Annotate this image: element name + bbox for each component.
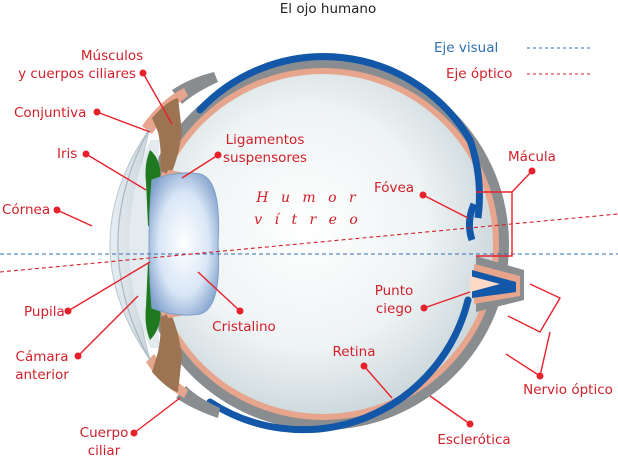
- cornea-outline: [117, 127, 151, 361]
- leader-iris: [85, 153, 147, 191]
- label-iris: Iris: [57, 146, 77, 162]
- legend-optic-axis-label: Eje óptico: [446, 66, 512, 82]
- label-anterior-chamber-2: anterior: [15, 367, 69, 383]
- label-optic-nerve: Nervio óptico: [523, 382, 613, 398]
- vitreous-body: [153, 74, 493, 414]
- label-blind-spot-1: Punto: [375, 283, 414, 299]
- label-blind-spot-2: ciego: [376, 301, 412, 317]
- retina-top: [196, 53, 474, 144]
- leader-optic-nerve-b: [539, 331, 551, 377]
- label-conjunctiva: Conjuntiva: [14, 105, 86, 121]
- leader-cornea: [56, 209, 93, 227]
- ciliary-body-bottom: [152, 312, 182, 392]
- label-crystalline-lens: Cristalino: [212, 319, 276, 335]
- label-sclera: Esclerótica: [437, 432, 510, 448]
- label-ciliary-body-2: ciliar: [88, 443, 121, 459]
- label-suspensory-ligaments-2: suspensores: [223, 150, 307, 166]
- label-macula: Mácula: [508, 149, 556, 165]
- label-vitreous-humor-2: v í t r e o: [254, 212, 362, 228]
- optic-nerve-bracket: [507, 283, 561, 333]
- label-suspensory-ligaments-1: Ligamentos: [226, 132, 305, 148]
- ciliary-muscle-top: [152, 98, 182, 176]
- optic-axis-line: [0, 213, 618, 273]
- label-ciliary-muscles-2: y cuerpos ciliares: [18, 66, 136, 82]
- leader-fovea: [422, 194, 469, 219]
- leader-suspensory-ligaments: [181, 154, 219, 179]
- leader-ciliary-body: [133, 397, 181, 434]
- legend-visual-axis-label: Eje visual: [434, 40, 498, 56]
- leader-lines: [53, 69, 561, 437]
- leader-crystalline-lens: [197, 271, 241, 312]
- blind-spot-disc: [470, 276, 500, 292]
- sclera-front-bottom: [176, 386, 220, 418]
- label-pupil: Pupila: [24, 304, 65, 320]
- leader-sclera: [429, 395, 471, 425]
- leader-pupil: [67, 261, 151, 312]
- label-ciliary-muscles-1: Músculos: [81, 48, 143, 64]
- label-retina: Retina: [333, 344, 376, 360]
- label-ciliary-body-1: Cuerpo: [80, 425, 129, 441]
- leader-anterior-chamber: [77, 295, 139, 357]
- retina-upper-right: [466, 138, 483, 219]
- label-fovea: Fóvea: [374, 180, 414, 196]
- fovea-shape: [465, 202, 478, 242]
- label-anterior-chamber-1: Cámara: [16, 349, 69, 365]
- diagram-title: El ojo humano: [280, 1, 376, 17]
- leader-retina: [363, 365, 393, 399]
- label-vitreous-humor-1: H u m o r: [255, 190, 359, 206]
- leader-macula: [511, 170, 533, 193]
- leader-blind-spot: [423, 291, 471, 309]
- crystalline-lens-shape: [148, 172, 220, 316]
- retina-bottom: [206, 296, 472, 434]
- leader-ciliary-muscles: [142, 72, 173, 125]
- label-cornea: Córnea: [2, 202, 50, 218]
- macula-bracket: [476, 191, 513, 257]
- leader-conjunctiva: [96, 111, 151, 133]
- front-mask: [0, 20, 165, 459]
- leader-optic-nerve-a: [505, 353, 541, 377]
